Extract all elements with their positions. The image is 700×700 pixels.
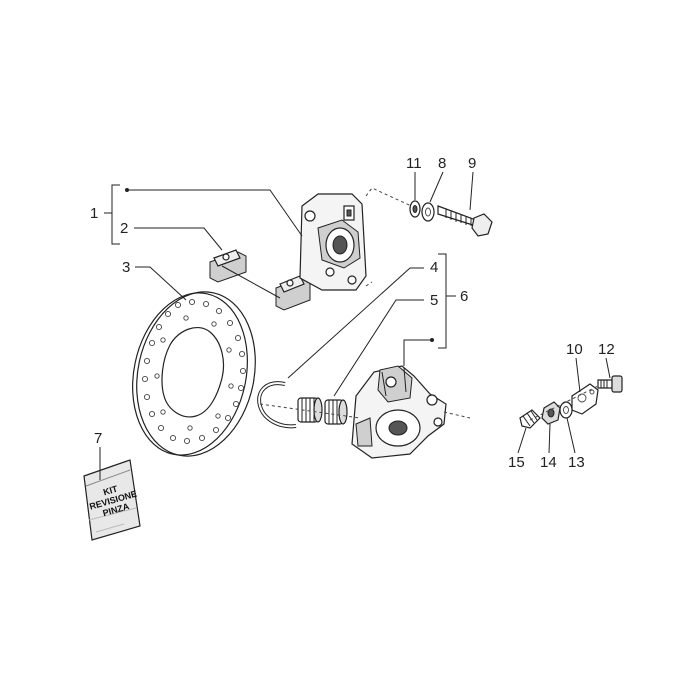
piston-b [324, 399, 348, 425]
callout-2: 2 [120, 220, 128, 237]
callout-13: 13 [568, 454, 585, 471]
bleeder-plate-10 [571, 383, 599, 415]
bleeder-axis-dash [529, 385, 599, 421]
bleeder-valve-15 [519, 409, 541, 429]
bolt-9 [437, 205, 493, 237]
screw-12 [597, 375, 623, 393]
brake-caliper-lower [351, 365, 447, 459]
callout-3: 3 [122, 259, 130, 276]
piston-a [297, 397, 323, 423]
callout-8: 8 [438, 155, 446, 172]
callout-15: 15 [508, 454, 525, 471]
callout-5: 5 [430, 292, 438, 309]
caliper-lower-axis-dash [259, 403, 361, 419]
callout-labels: 1 2 3 4 5 6 7 8 9 10 11 12 13 14 15 [90, 155, 615, 471]
caliper-bolt-axis-dash-2 [365, 281, 373, 287]
callout-4: 4 [430, 259, 438, 276]
callout-10: 10 [566, 341, 583, 358]
callout-12: 12 [598, 341, 615, 358]
brake-pad-right [275, 275, 311, 311]
callout-11: 11 [406, 155, 422, 172]
washer-13 [559, 401, 573, 419]
brake-disc [132, 291, 256, 457]
seal-ring [257, 381, 297, 429]
brake-caliper-upper [299, 193, 367, 291]
brake-pads [209, 249, 311, 311]
callout-9: 9 [468, 155, 476, 172]
callout-7: 7 [94, 430, 102, 447]
kit-bag-line-1: KIT [102, 484, 119, 498]
caliper-lower-axis-dash-2 [443, 411, 471, 419]
caliper-repair-kit-bag: KIT REVISIONE PINZA [83, 459, 141, 541]
nut-14 [541, 401, 561, 425]
callout-6: 6 [460, 288, 468, 305]
piston-pair [297, 397, 348, 425]
washer-11 [409, 200, 421, 218]
disc-vent-holes [141, 298, 247, 445]
brake-pad-left [209, 249, 247, 283]
washer-8 [421, 202, 435, 222]
callout-1: 1 [90, 205, 98, 222]
callout-14: 14 [540, 454, 557, 471]
leader-lines [99, 171, 611, 480]
